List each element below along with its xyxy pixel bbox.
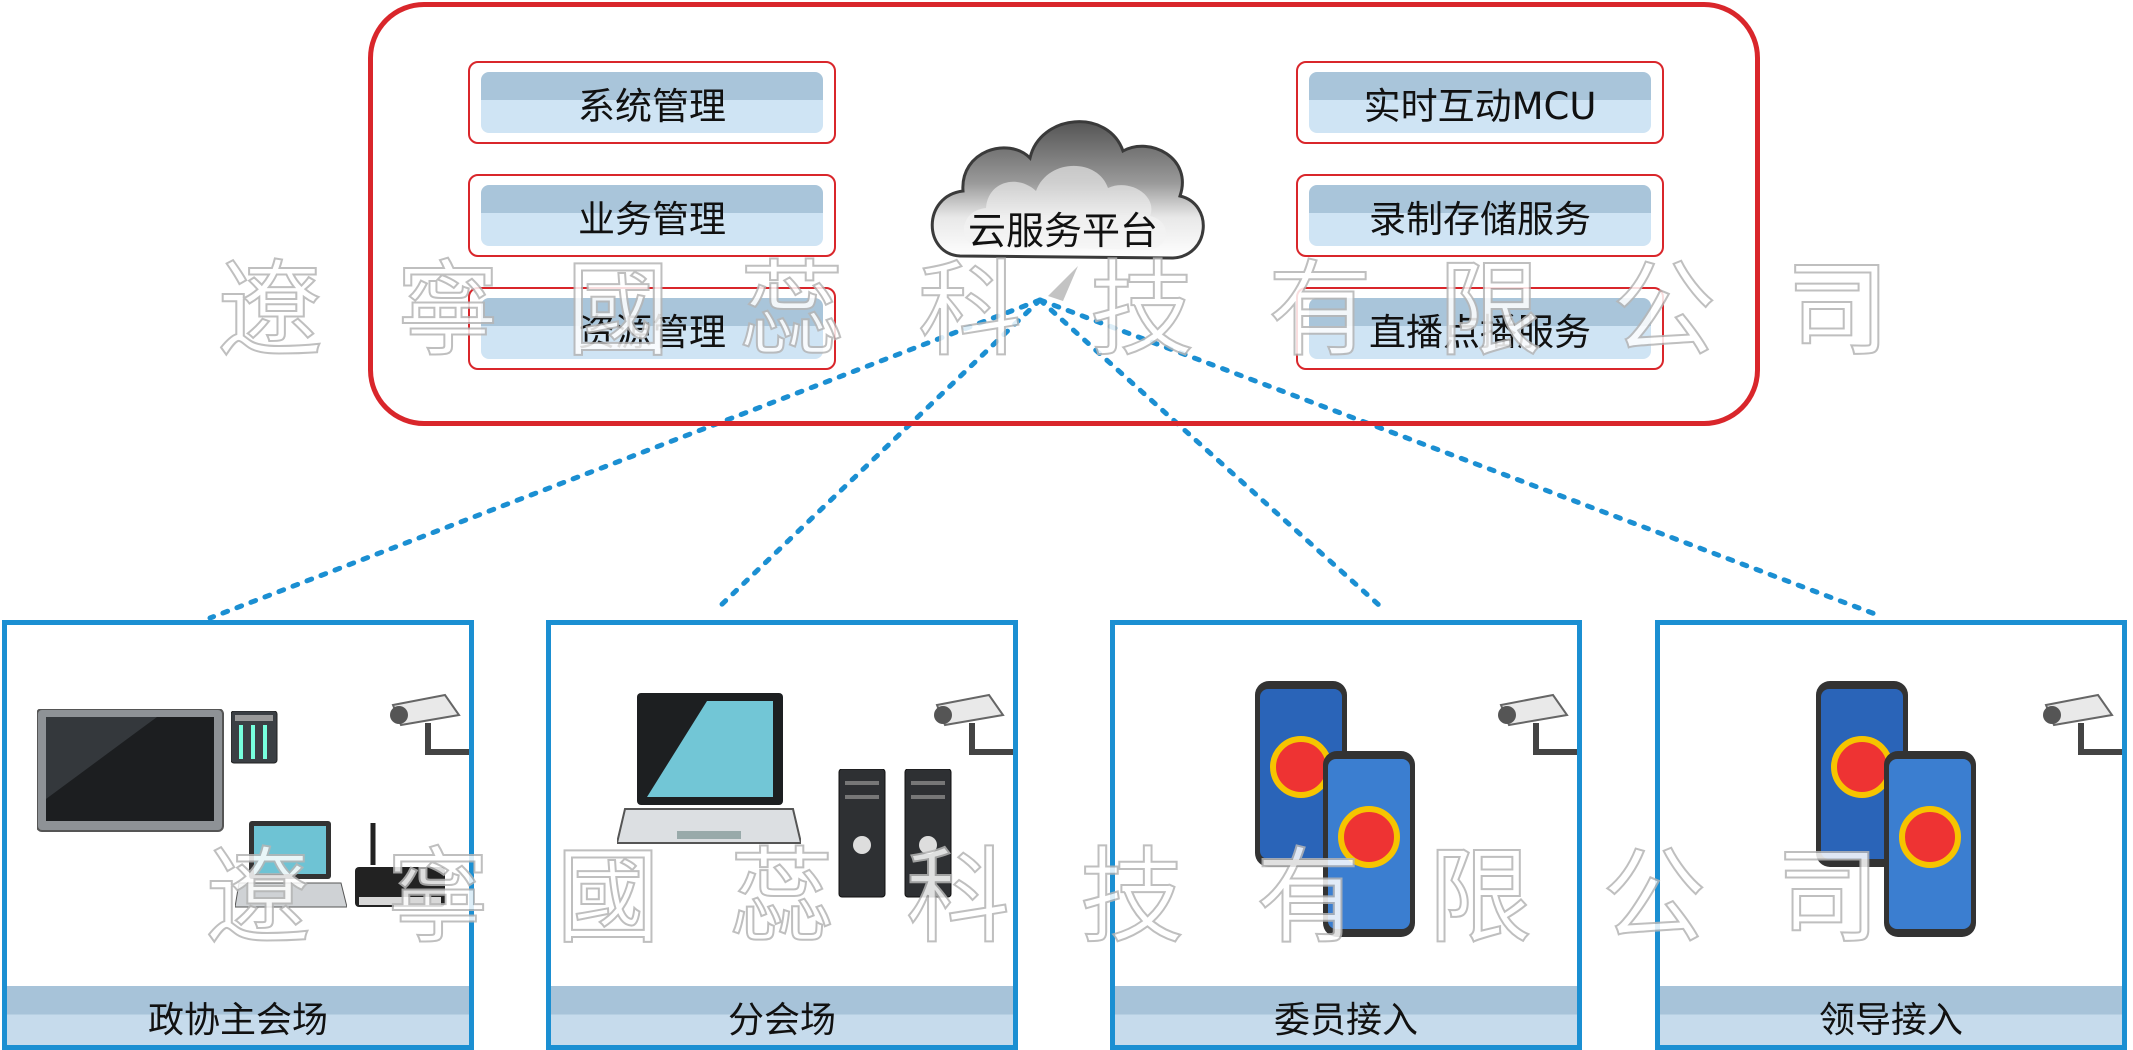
service-resource-management: 资源管理 xyxy=(468,287,836,370)
watermark-char: 限 xyxy=(1437,248,1543,372)
camera-icon xyxy=(934,693,1013,755)
site-main-venue: 政协主会场 xyxy=(2,620,474,1050)
smartphone-icon xyxy=(1884,751,1976,937)
watermark-char: 遼 xyxy=(217,248,323,372)
service-label: 业务管理 xyxy=(481,185,823,246)
connector-line-member-access xyxy=(1037,297,1383,609)
router-icon xyxy=(355,823,445,907)
watermark-char: 遼 xyxy=(205,835,311,959)
service-business-management: 业务管理 xyxy=(468,174,836,257)
watermark-char: 國 xyxy=(555,835,661,959)
cloud-platform-box xyxy=(368,2,1760,426)
desktop-tower-icon xyxy=(838,769,886,898)
site-label: 委员接入 xyxy=(1115,986,1577,1045)
site-label: 领导接入 xyxy=(1660,986,2122,1045)
laptop-icon xyxy=(617,693,801,844)
watermark-char: 蕊 xyxy=(729,835,835,959)
watermark-char: 公 xyxy=(1611,248,1717,372)
cloud-platform-label: 云服务平台 xyxy=(968,209,1159,253)
site-label: 政协主会场 xyxy=(7,986,469,1045)
watermark-char: 科 xyxy=(917,248,1023,372)
watermark-char: 寧 xyxy=(395,248,501,372)
audio-mixer-icon xyxy=(231,711,278,764)
service-label: 直播点播服务 xyxy=(1309,298,1651,359)
desktop-tower-icon xyxy=(904,769,952,898)
site-member-access: 委员接入 xyxy=(1110,620,1582,1050)
service-label: 录制存储服务 xyxy=(1309,185,1651,246)
service-live-vod: 直播点播服务 xyxy=(1296,287,1664,370)
watermark-char: 寧 xyxy=(385,835,491,959)
camera-icon xyxy=(390,693,469,755)
service-realtime-mcu: 实时互动MCU xyxy=(1296,61,1664,144)
watermark-char: 科 xyxy=(905,835,1011,959)
watermark-char: 限 xyxy=(1427,835,1533,959)
connector-line-leader-access xyxy=(1037,297,1878,617)
watermark-char: 技 xyxy=(1079,835,1185,959)
camera-icon xyxy=(1498,693,1577,755)
site-label: 分会场 xyxy=(551,986,1013,1045)
smartphone-icon xyxy=(1323,751,1415,937)
display-screen-icon xyxy=(37,709,224,832)
service-label: 资源管理 xyxy=(481,298,823,359)
watermark-char: 司 xyxy=(1785,248,1891,372)
watermark-char: 公 xyxy=(1601,835,1707,959)
watermark-char: 蕊 xyxy=(739,248,845,372)
watermark-char: 技 xyxy=(1089,248,1195,372)
watermark-char: 司 xyxy=(1775,835,1881,959)
connector-line-branch-venue xyxy=(715,297,1043,611)
watermark-char: 國 xyxy=(565,248,671,372)
camera-icon xyxy=(2043,693,2122,755)
site-leader-access: 领导接入 xyxy=(1655,620,2127,1050)
site-branch-venue: 分会场 xyxy=(546,620,1018,1050)
cloud-icon xyxy=(930,120,1205,301)
service-label: 实时互动MCU xyxy=(1309,72,1651,133)
watermark-char: 有 xyxy=(1267,248,1373,372)
service-label: 系统管理 xyxy=(481,72,823,133)
connector-line-main-venue xyxy=(207,297,1043,621)
laptop-icon xyxy=(235,821,347,908)
service-recording-storage: 录制存储服务 xyxy=(1296,174,1664,257)
service-system-management: 系统管理 xyxy=(468,61,836,144)
watermark-char: 有 xyxy=(1255,835,1361,959)
